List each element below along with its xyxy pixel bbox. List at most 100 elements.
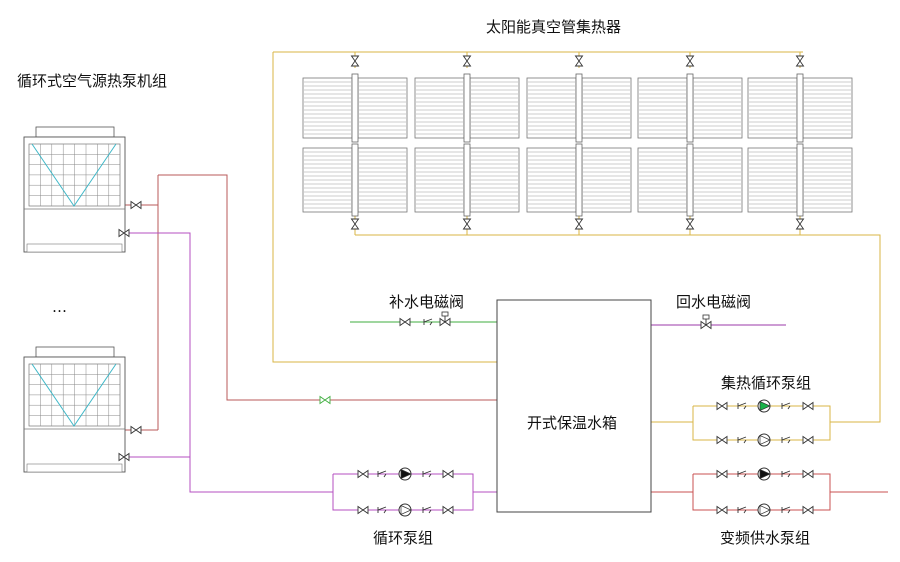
return-solenoid-valve [702,314,710,325]
vacuum-tube-panel [692,77,743,139]
vacuum-tube-panel [802,77,853,139]
collector-outlet-valve [350,218,360,230]
valve-body [802,469,814,479]
solenoid-valve-body [700,320,712,330]
pump-arrow [759,504,771,516]
valve-body [685,218,695,230]
check-valve-body [737,436,747,444]
valve-body [802,435,814,445]
valve-body [795,218,805,230]
valve-body [574,55,584,67]
valve-body [462,55,472,67]
valve-body [802,505,814,515]
valve-body [439,317,451,327]
collector-manifold [686,143,694,217]
collector-check-valve [781,402,791,410]
check-valve-body [377,506,387,514]
circulation-pump [398,467,412,481]
pump-group [398,399,771,517]
valve-body [574,218,584,230]
fan-housing [35,126,115,138]
check-valve-body [781,436,791,444]
supply-check-valve [737,506,747,514]
valve-body [399,317,411,327]
pump-arrow [759,468,771,480]
collector-manifold [463,143,471,217]
hp-supply-main [158,174,497,401]
collector-inlet-valve [574,55,584,67]
vacuum-tube-panel [526,77,577,139]
unit-base [26,463,123,473]
collector-manifold [686,73,694,143]
makeup-check-valve [423,318,433,326]
airflow-marks [31,143,117,207]
makeup-gate-valve [399,317,411,327]
water-tank [496,299,652,513]
valve-body [716,401,728,411]
circ-check-valve [422,470,432,478]
supply-check-valve [781,506,791,514]
pump-arrow [400,468,412,480]
pump-arrow [759,400,771,412]
valve-body [685,55,695,67]
valve-body [700,320,712,330]
collector-return-line [355,234,881,423]
check-valve-body [422,470,432,478]
circulation-pump-bypass [332,473,474,511]
collector-manifold [351,73,359,143]
valve-body [716,435,728,445]
valve-body [350,55,360,67]
vfd-supply-pump [757,467,771,481]
collector-outlet-valve [685,218,695,230]
vacuum-tube-panel [302,77,353,139]
heat-pump-units [23,126,126,473]
collector-check-valve [737,436,747,444]
solar-collector-array [302,52,853,235]
valve-body [357,469,369,479]
heat-pump-unit-2 [23,346,126,473]
valve-body [118,228,130,238]
check-valve-body [781,506,791,514]
circ-valve-out [442,505,454,515]
collector-manifold [463,73,471,143]
collector-outlet-valve [795,218,805,230]
airflow-marks [31,363,117,427]
circ-check-valve [377,470,387,478]
circ-valve-in [357,505,369,515]
valve-body [442,505,454,515]
vacuum-tube-panel [747,77,798,139]
collector-circulation-pump [757,433,771,447]
unit-base [26,243,123,253]
hp2-return-valve [118,452,130,462]
valve-body [350,218,360,230]
supply-check-valve [737,470,747,478]
valve-body [802,401,814,411]
collector-manifold [351,143,359,217]
heat-pump-unit-1 [23,126,126,253]
valve-body [357,505,369,515]
solenoid-coil [702,314,710,320]
makeup-solenoid-valve [441,311,449,322]
valve-group [118,55,814,515]
supply-check-valve [781,470,791,478]
circ-valve-in [357,469,369,479]
valve-body [130,200,142,210]
vfd-supply-pump-group-label: 变频供水泵组 [720,529,811,547]
pump-arrow [400,504,412,516]
collector-circulation-pump [757,399,771,413]
valve-body [795,55,805,67]
valve-body [442,469,454,479]
collector-check-valve [737,402,747,410]
collector-manifold [575,73,583,143]
collector-outlet-valve [574,218,584,230]
collector-pump-bypass [692,405,831,441]
collector-inlet-valve [685,55,695,67]
check-valve-body [377,470,387,478]
supply-pump-valve-out [802,469,814,479]
collector-pump-valve-in [716,435,728,445]
collector-outlet-valve [462,218,472,230]
circ-check-valve [377,506,387,514]
vacuum-tube-panel [414,77,465,139]
circ-valve-out [442,469,454,479]
